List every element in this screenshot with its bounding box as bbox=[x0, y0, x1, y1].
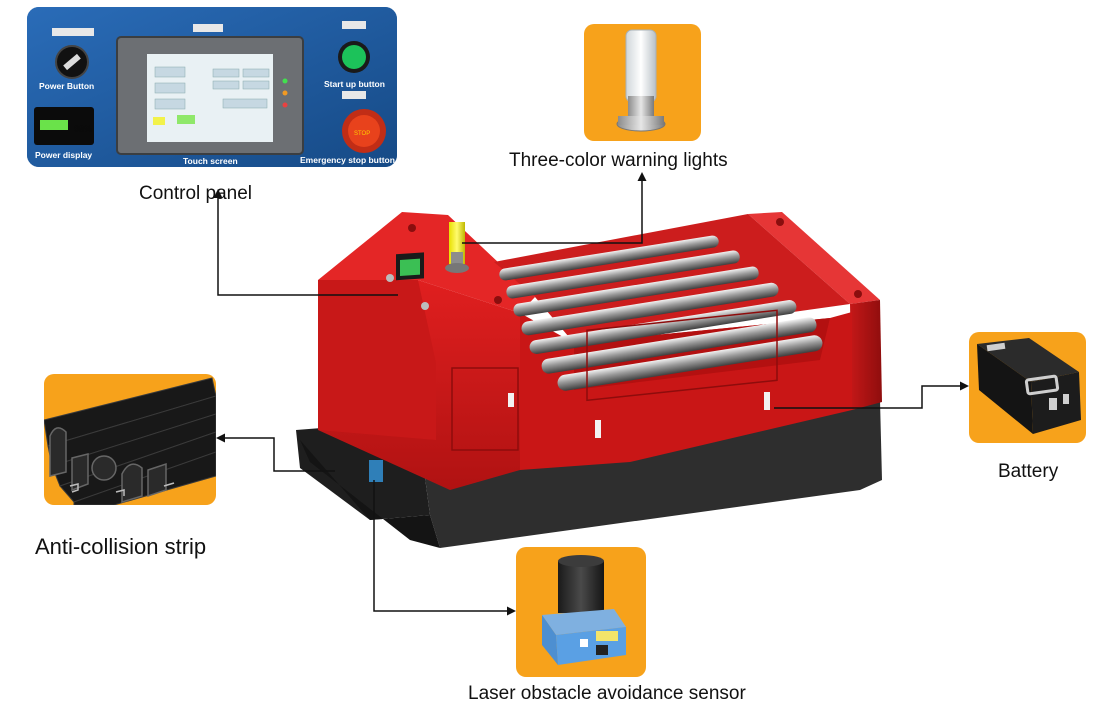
laser-sensor-caption: Laser obstacle avoidance sensor bbox=[468, 683, 746, 704]
laser-sensor-icon bbox=[542, 555, 626, 665]
start-up-button-label: Start up button bbox=[324, 79, 385, 89]
warning-lights-caption: Three-color warning lights bbox=[509, 150, 728, 171]
roller-conveyor bbox=[499, 235, 823, 391]
power-tag bbox=[52, 28, 94, 36]
warning-light-thumbnail bbox=[584, 24, 701, 141]
callout-arrowheads bbox=[213, 172, 969, 616]
anti-collision-strip-icon bbox=[44, 377, 216, 505]
battery-thumbnail bbox=[969, 332, 1086, 443]
control-panel-callout bbox=[217, 195, 398, 296]
battery-caption: Battery bbox=[998, 461, 1059, 482]
anti-collision-thumbnail bbox=[44, 374, 216, 505]
svg-text:STOP: STOP bbox=[354, 131, 370, 137]
power-display-label: Power display bbox=[35, 150, 93, 160]
warning-light-icon bbox=[616, 29, 666, 132]
warning-light-callout bbox=[462, 178, 643, 244]
battery-percent-readout: 98% bbox=[74, 124, 93, 134]
emergency-stop-button-label: Emergency stop button bbox=[300, 155, 395, 165]
laser-sensor-thumbnail bbox=[516, 547, 646, 677]
anti-collision-caption: Anti-collision strip bbox=[35, 534, 207, 559]
battery-callout bbox=[774, 385, 963, 409]
control-panel-photo: STOP Power Button 98% Power display Touc… bbox=[27, 7, 397, 167]
touch-screen-label: Touch screen bbox=[183, 156, 238, 166]
agv-laser-sensor bbox=[369, 460, 383, 482]
power-button-label: Power Button bbox=[39, 81, 95, 91]
anti-collision-callout bbox=[222, 437, 335, 472]
control-panel-illustration: STOP bbox=[27, 7, 397, 167]
control-panel-caption: Control panel bbox=[139, 183, 253, 204]
agv-control-housing-top bbox=[318, 212, 535, 313]
battery-icon bbox=[977, 338, 1081, 434]
laser-sensor-callout bbox=[373, 480, 510, 612]
callout-lines bbox=[217, 178, 963, 612]
